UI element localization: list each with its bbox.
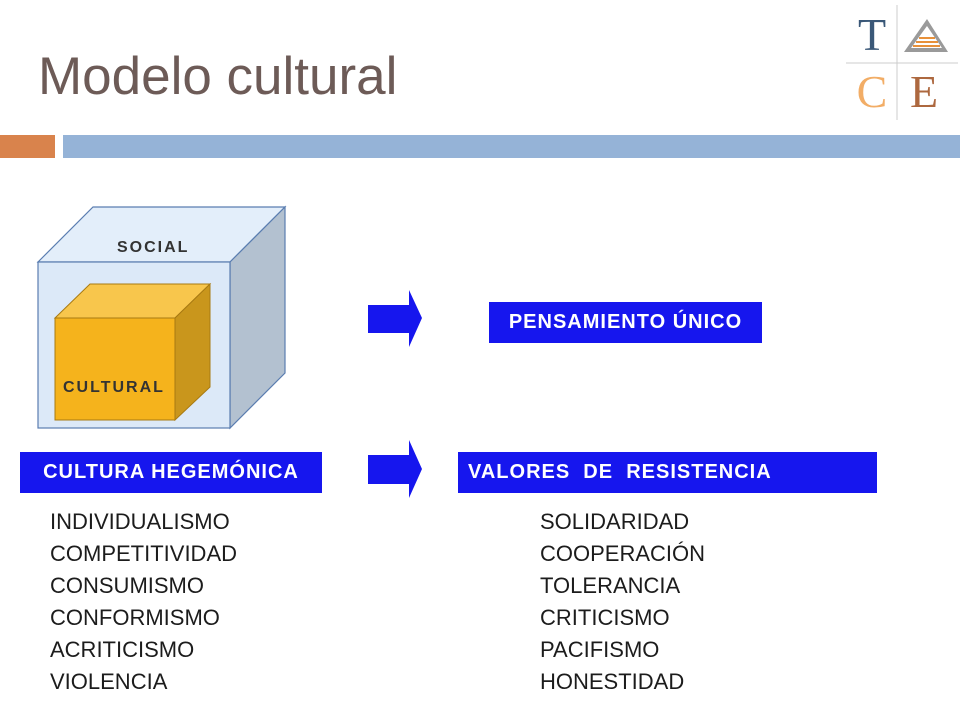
hegemonic-value-item: INDIVIDUALISMO bbox=[50, 509, 230, 534]
hegemonic-value-item: CONSUMISMO bbox=[50, 573, 204, 598]
resistance-value-item: HONESTIDAD bbox=[540, 669, 685, 694]
hegemonic-value-item: COMPETITIVIDAD bbox=[50, 541, 238, 566]
cultural-cube: CULTURAL bbox=[53, 282, 212, 422]
logo-letter-t: T bbox=[858, 9, 886, 60]
logo-letter-e: E bbox=[910, 66, 938, 117]
logo-letter-c: C bbox=[857, 66, 888, 117]
resistance-value-item: COOPERACIÓN bbox=[540, 541, 706, 566]
resistance-value-item: SOLIDARIDAD bbox=[540, 509, 690, 534]
cultural-cube-label: CULTURAL bbox=[63, 379, 165, 396]
hegemonic-value-item: CONFORMISMO bbox=[50, 605, 220, 630]
right-arrow-icon bbox=[368, 290, 422, 347]
cultural-cube-front-face bbox=[54, 317, 176, 421]
right-arrow-icon bbox=[368, 440, 422, 498]
social-cube-label: SOCIAL bbox=[117, 239, 189, 256]
hegemonic-value-item: VIOLENCIA bbox=[50, 669, 168, 694]
header-bar-blue-segment bbox=[63, 135, 960, 158]
resistance-values-list: SOLIDARIDAD COOPERACIÓN TOLERANCIA CRITI… bbox=[540, 506, 705, 698]
valores-resistencia-box: VALORES DE RESISTENCIA bbox=[458, 452, 877, 493]
pensamiento-unico-box: PENSAMIENTO ÚNICO bbox=[489, 302, 762, 343]
resistance-value-item: PACIFISMO bbox=[540, 637, 660, 662]
cultura-hegemonica-box: CULTURA HEGEMÓNICA bbox=[20, 452, 322, 493]
arrow-social-to-pensamiento bbox=[368, 290, 422, 347]
tce-logo: T C E bbox=[846, 5, 958, 120]
resistance-value-item: CRITICISMO bbox=[540, 605, 670, 630]
resistance-value-item: TOLERANCIA bbox=[540, 573, 681, 598]
triangle-logo-icon bbox=[904, 19, 948, 52]
arrow-hegemonica-to-resistencia bbox=[368, 440, 422, 498]
hegemonic-values-list: INDIVIDUALISMO COMPETITIVIDAD CONSUMISMO… bbox=[50, 506, 237, 698]
hegemonic-value-item: ACRITICISMO bbox=[50, 637, 195, 662]
page-title: Modelo cultural bbox=[38, 47, 398, 106]
header-bar-orange-segment bbox=[0, 135, 55, 158]
